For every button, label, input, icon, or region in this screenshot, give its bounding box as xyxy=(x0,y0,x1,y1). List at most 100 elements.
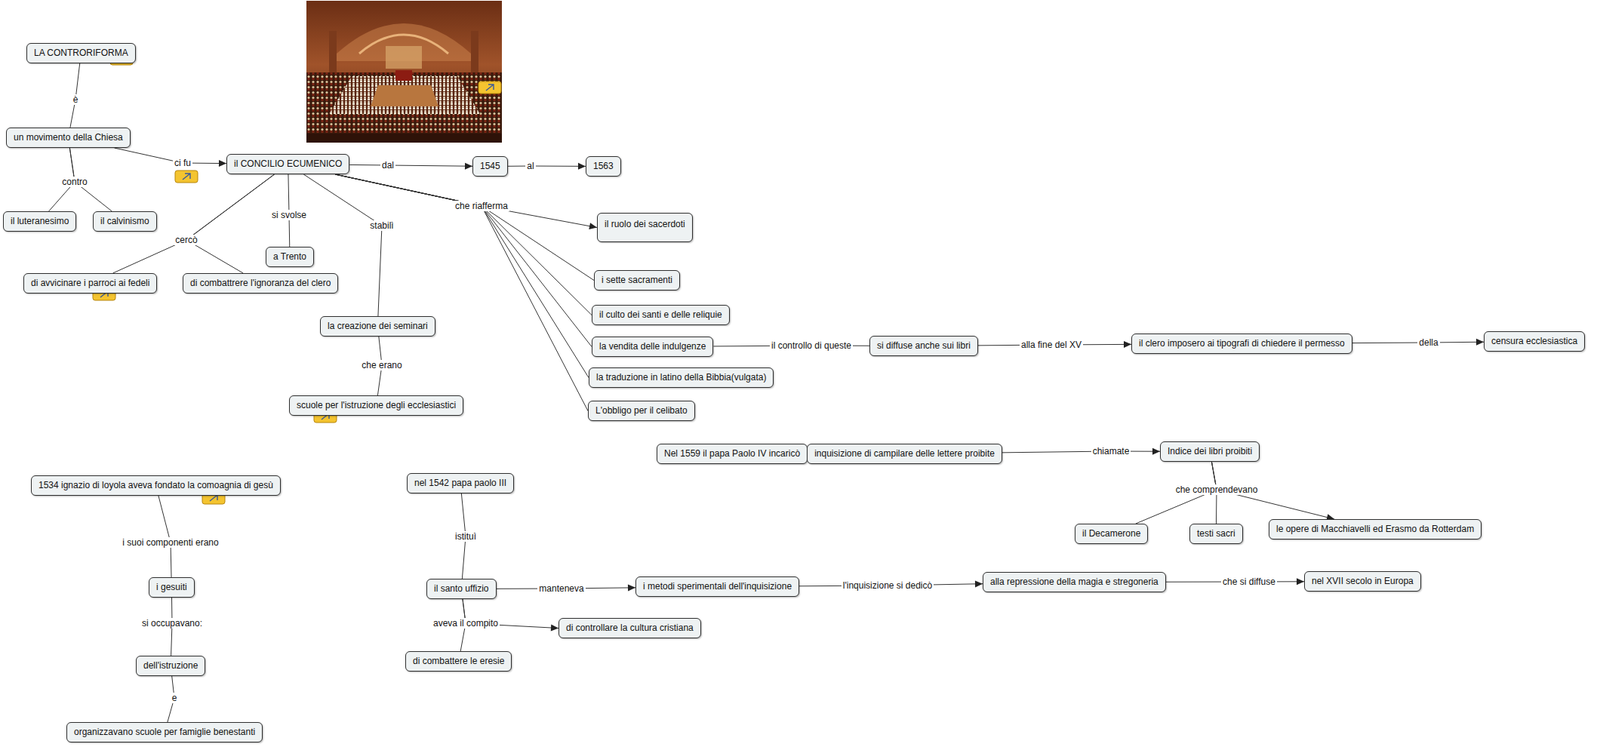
linking-phrase: i suoi componenti erano xyxy=(120,537,220,548)
connector-line xyxy=(349,164,473,167)
concept-text: a Trento xyxy=(273,251,307,262)
concept-text: il luteranesimo xyxy=(10,215,69,227)
concept-box: scuole per l'istruzione degli ecclesiast… xyxy=(289,395,464,416)
concept-box: il ruolo dei sacerdoti xyxy=(596,212,693,243)
connector-line xyxy=(186,174,275,274)
concept-box: nel 1542 papa paolo III xyxy=(406,473,514,494)
concept-text: il Decamerone xyxy=(1082,528,1141,539)
concept-box: nel XVII secolo in Europa xyxy=(1304,571,1422,592)
arrowhead xyxy=(578,163,586,170)
concept-text: 1563 xyxy=(593,160,614,172)
concept-text: il ruolo dei sacerdoti xyxy=(604,218,686,230)
concept-box: di combattrere l'ignoranza del clero xyxy=(182,273,339,294)
connector xyxy=(70,63,80,128)
concept-text: organizzavano scuole per famiglie benest… xyxy=(73,726,256,738)
connector xyxy=(335,174,589,379)
concept-box: organizzavano scuole per famiglie benest… xyxy=(66,722,263,743)
linking-phrase: è xyxy=(71,94,80,105)
concept-box: Indice dei libri proibiti xyxy=(1160,441,1260,462)
linking-phrase: si occupavano: xyxy=(140,618,204,629)
linking-phrase: ci fu xyxy=(172,157,193,169)
concept-box: i gesuiti xyxy=(148,577,195,598)
linking-phrase: cercò xyxy=(173,234,199,246)
concept-text: un movimento della Chiesa xyxy=(13,132,124,143)
arrowhead xyxy=(975,580,983,588)
concept-text: nel XVII secolo in Europa xyxy=(1311,575,1414,587)
concept-box: alla repressione della magia e stregoner… xyxy=(982,572,1167,593)
concept-box: la vendita delle indulgenze xyxy=(591,336,714,357)
concept-box: LA CONTRORIFORMA xyxy=(26,43,136,64)
concept-text: nel 1542 papa paolo III xyxy=(414,477,507,489)
concept-text: i metodi sperimentali dell'inquisizione xyxy=(643,581,792,592)
connector xyxy=(349,163,473,170)
linking-phrase: stabilì xyxy=(368,220,395,231)
connector xyxy=(335,174,592,316)
concept-text: i sette sacramenti xyxy=(601,274,673,286)
concept-text: 1545 xyxy=(480,160,501,172)
concept-box: il santo uffizio xyxy=(426,578,497,600)
concept-text: di controllare la cultura cristiana xyxy=(566,622,694,634)
concept-box: 1563 xyxy=(585,156,622,177)
concept-text: la traduzione in latino della Bibbia(vul… xyxy=(596,372,767,383)
connector xyxy=(335,174,594,281)
linking-phrase: dal xyxy=(380,160,396,171)
concept-box: il CONCILIO ECUMENICO xyxy=(226,153,350,175)
concept-text: i gesuiti xyxy=(156,581,188,593)
connector-line xyxy=(335,174,589,379)
linking-phrase: il controllo di queste xyxy=(769,340,853,351)
concept-text: testi sacri xyxy=(1196,528,1236,539)
concept-box: il clero imposero ai tipografi di chiede… xyxy=(1131,333,1353,354)
connector xyxy=(186,174,275,274)
concept-box: le opere di Macchiavelli ed Erasmo da Ro… xyxy=(1268,519,1482,540)
concept-text: di combattere le eresie xyxy=(412,655,505,667)
concept-box: 1534 ignazio di loyola aveva fondato la … xyxy=(30,475,281,496)
linking-phrase: alla fine del XV xyxy=(1019,339,1084,351)
linking-phrase: manteneva xyxy=(537,583,585,594)
connector-line xyxy=(303,174,382,317)
concept-box: il culto dei santi e delle reliquie xyxy=(591,304,730,326)
concept-text: la vendita delle indulgenze xyxy=(599,341,706,352)
concept-text: di avvicinare i parroci ai fedeli xyxy=(30,277,150,289)
concept-text: alla repressione della magia e stregoner… xyxy=(990,576,1159,588)
council-painting xyxy=(306,0,502,143)
arrowhead xyxy=(588,222,597,230)
connector xyxy=(335,174,588,412)
concept-text: il clero imposero ai tipografi di chiede… xyxy=(1138,338,1345,349)
concept-box: i metodi sperimentali dell'inquisizione xyxy=(635,576,800,597)
concept-text: le opere di Macchiavelli ed Erasmo da Ro… xyxy=(1276,523,1474,535)
concept-box: i sette sacramenti xyxy=(593,270,680,291)
concept-box: il luteranesimo xyxy=(3,211,77,232)
concept-text: il CONCILIO ECUMENICO xyxy=(233,158,342,170)
concept-box: 1545 xyxy=(472,156,508,177)
concept-text: inquisizione di campilare delle lettere … xyxy=(814,448,995,459)
connector xyxy=(303,174,382,317)
concept-box: a Trento xyxy=(265,246,314,268)
concept-box: di avvicinare i parroci ai fedeli xyxy=(23,273,157,294)
concept-box: il Decamerone xyxy=(1074,523,1148,545)
concept-text: 1534 ignazio di loyola aveva fondato la … xyxy=(38,480,274,491)
linking-phrase: della xyxy=(1417,337,1440,348)
concept-box: il calvinismo xyxy=(92,211,157,232)
concept-text: il calvinismo xyxy=(100,215,150,227)
connector-line xyxy=(113,147,227,164)
linking-phrase: l'inquisizione si dedicò xyxy=(841,580,934,591)
concept-text: il culto dei santi e delle reliquie xyxy=(599,309,723,320)
linking-phrase: si svolse xyxy=(270,209,308,221)
concept-box: dell'istruzione xyxy=(135,655,206,677)
connector-line xyxy=(335,174,597,228)
concept-text: scuole per l'istruzione degli ecclesiast… xyxy=(296,400,456,411)
arrowhead xyxy=(218,160,227,167)
concept-text: di combattrere l'ignoranza del clero xyxy=(190,277,331,289)
linking-phrase: chiamate xyxy=(1091,446,1132,457)
concept-text: censura ecclesiastica xyxy=(1491,335,1578,347)
concept-text: la creazione dei seminari xyxy=(327,320,428,332)
connector xyxy=(113,147,227,167)
linking-phrase: istituì xyxy=(453,531,478,542)
concept-box: L'obbligo per il celibato xyxy=(587,400,696,422)
concept-box: si diffuse anche sui libri xyxy=(869,335,979,357)
concept-text: si diffuse anche sui libri xyxy=(876,340,971,351)
arrowhead xyxy=(1476,338,1484,346)
linking-phrase: che comprendevano xyxy=(1174,484,1260,496)
